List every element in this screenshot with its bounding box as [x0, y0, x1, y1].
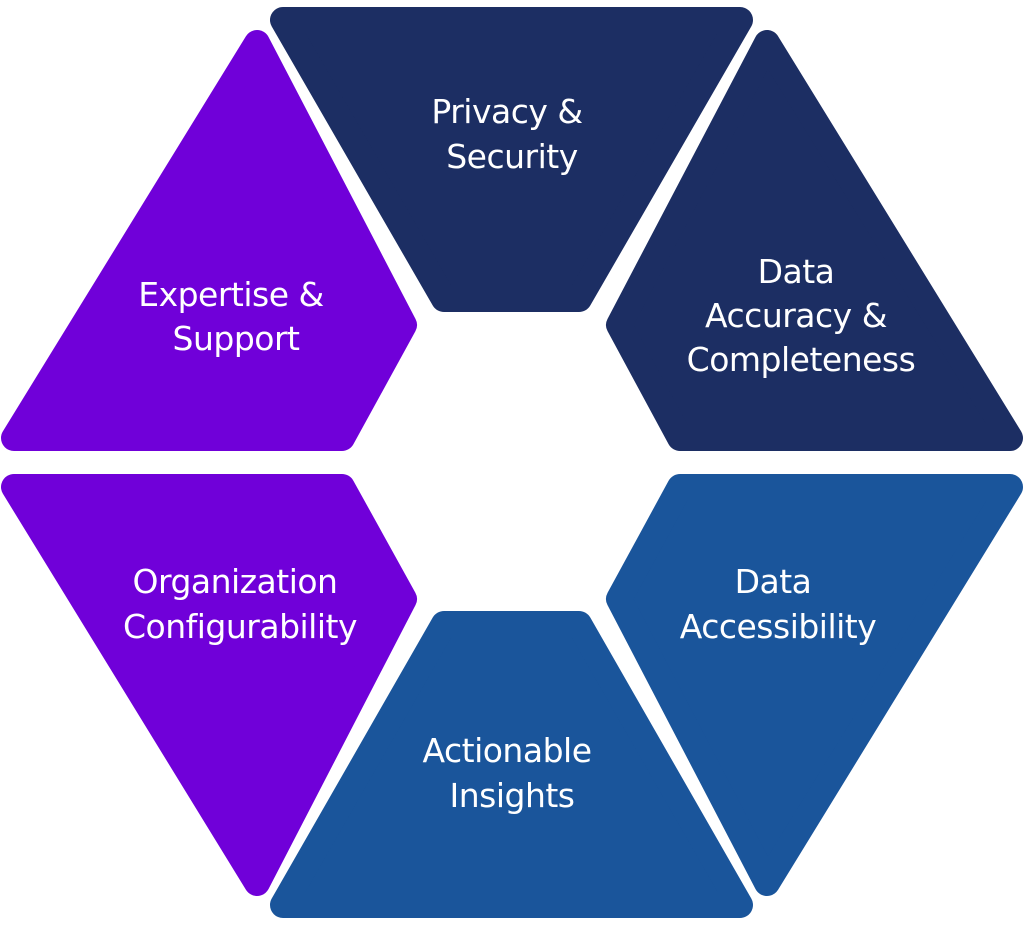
segment-expertise-support-label: Expertise & Support	[138, 275, 334, 358]
segment-data-accuracy-completeness-shape	[606, 30, 1023, 451]
segment-expertise-support-shape	[1, 30, 417, 451]
segment-organization-configurability: Organization Configurability	[1, 474, 417, 896]
segment-privacy-security-shape	[270, 7, 753, 312]
segment-label-line: Organization	[133, 562, 338, 601]
segment-actionable-insights-shape	[270, 611, 753, 918]
segment-data-accessibility: Data Accessibility	[606, 474, 1023, 896]
segment-label-line: Data	[735, 562, 812, 601]
segment-label-line: Accessibility	[680, 607, 877, 646]
segment-privacy-security: Privacy & Security	[270, 7, 753, 312]
segment-label-line: Accuracy &	[705, 296, 887, 335]
segment-organization-configurability-shape	[1, 474, 417, 896]
segment-label-line: Support	[173, 319, 301, 358]
segment-data-accuracy-completeness-label: Data Accuracy & Completeness	[687, 252, 916, 379]
segment-label-line: Security	[446, 137, 578, 176]
segment-label-line: Data	[758, 252, 835, 291]
segment-label-line: Completeness	[687, 340, 916, 379]
segment-label-line: Actionable	[423, 731, 592, 770]
segment-actionable-insights: Actionable Insights	[270, 611, 753, 918]
segment-label-line: Privacy &	[431, 92, 582, 131]
segment-label-line: Insights	[449, 776, 574, 815]
segment-data-accessibility-label: Data Accessibility	[680, 562, 877, 646]
segment-data-accessibility-shape	[606, 474, 1023, 896]
segment-data-accuracy-completeness: Data Accuracy & Completeness	[606, 30, 1023, 451]
segment-privacy-security-label: Privacy & Security	[431, 92, 592, 176]
segment-organization-configurability-label: Organization Configurability	[123, 562, 357, 646]
segment-label-line: Configurability	[123, 607, 357, 646]
segment-label-line: Expertise &	[138, 275, 324, 314]
segment-actionable-insights-label: Actionable Insights	[423, 731, 602, 815]
segment-expertise-support: Expertise & Support	[1, 30, 417, 451]
